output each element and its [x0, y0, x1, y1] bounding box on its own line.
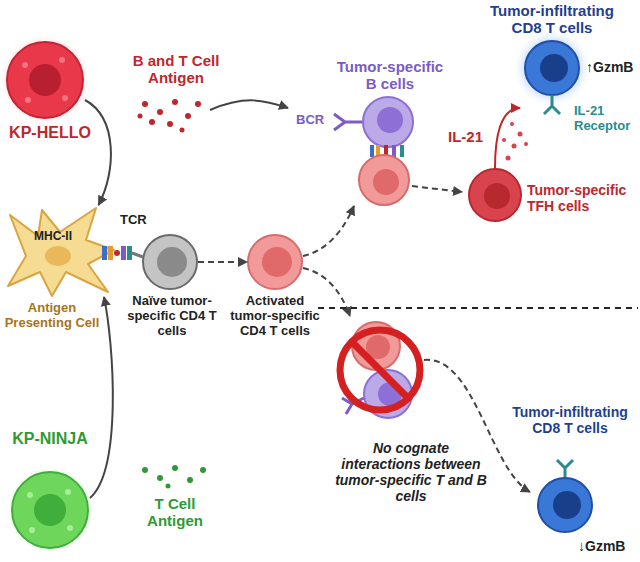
antigen-label: T Cell Antigen — [130, 495, 220, 530]
antigen-arrow — [210, 100, 288, 110]
edge-label: IL-21 — [446, 128, 485, 145]
b-cell: Tumor-specific B cellsBCR — [362, 96, 414, 148]
antigen-label: B and T Cell Antigen — [128, 52, 224, 87]
cell-label: KP-HELLO — [2, 124, 98, 142]
tumor-cell — [0, 34, 91, 126]
naive-t-cell: TCRNaïve tumor-specific CD4 T cells — [142, 234, 198, 290]
cell-sublabel: Naïve tumor-specific CD4 T cells — [122, 294, 222, 339]
dashed-arrow — [303, 206, 354, 256]
mhc-tcr-complex — [102, 246, 143, 260]
antigen-dots — [142, 465, 206, 489]
dashed-arrow — [424, 360, 530, 492]
cd8-t-cell: Tumor-infiltrating CD8 T cells↓GzmB — [533, 458, 597, 534]
note-text: No cognate interactions between tumor-sp… — [335, 440, 487, 504]
bcr-antibody — [334, 114, 362, 130]
cell-sublabel: ↓GzmB — [578, 538, 628, 554]
cd8-t-cell — [538, 460, 592, 532]
prohibition-sign — [340, 330, 420, 410]
cell-sublabel: BCR — [296, 113, 328, 128]
t-cell — [359, 155, 409, 205]
antigen-presenting-cell — [8, 208, 114, 296]
dashed-arrow — [412, 186, 462, 192]
cell-sublabel: IL-21 Receptor — [574, 104, 636, 134]
cd8-t-cell — [512, 28, 592, 114]
connector-arrow — [495, 108, 520, 168]
cell-label: Tumor-infiltrating CD8 T cells — [505, 404, 635, 436]
cell-sublabel: ↑GzmB — [586, 59, 636, 75]
tumor-cell — [4, 464, 96, 556]
tfh-cell — [469, 169, 521, 221]
tumor-cell: KP-HELLO — [5, 40, 85, 120]
connector-arrow — [198, 261, 247, 263]
cell-label: Tumor-infiltrating CD8 T cells — [482, 2, 622, 37]
cd8-t-cell: Tumor-infiltrating CD8 T cells↑GzmBIL-21… — [520, 40, 586, 114]
divider — [318, 307, 638, 309]
cell-sublabel: Antigen Presenting Cell — [2, 301, 102, 331]
cell-label: TCR — [120, 213, 156, 228]
b-cell — [363, 97, 413, 147]
activated-t-cell: Activated tumor-specific CD4 T cells — [247, 234, 303, 290]
tumor-cell: KP-NINJA — [10, 470, 90, 550]
cell-label: Activated tumor-specific CD4 T cells — [224, 294, 326, 339]
connector-arrow — [85, 100, 111, 205]
naive-t-cell — [143, 235, 197, 289]
il21-dots — [502, 122, 528, 161]
cell-label: Tumor-specific TFH cells — [527, 182, 635, 214]
cell-label: MHC-II — [34, 230, 90, 244]
cell-label: KP-NINJA — [2, 430, 98, 448]
antigen-dots — [138, 99, 202, 133]
tfh-cell: Tumor-specific TFH cells — [468, 168, 522, 222]
antigen-presenting-cell: MHC-IIAntigen Presenting Cell — [5, 205, 115, 297]
cell-label: Tumor-specific B cells — [334, 58, 446, 93]
activated-t-cell — [248, 235, 302, 289]
